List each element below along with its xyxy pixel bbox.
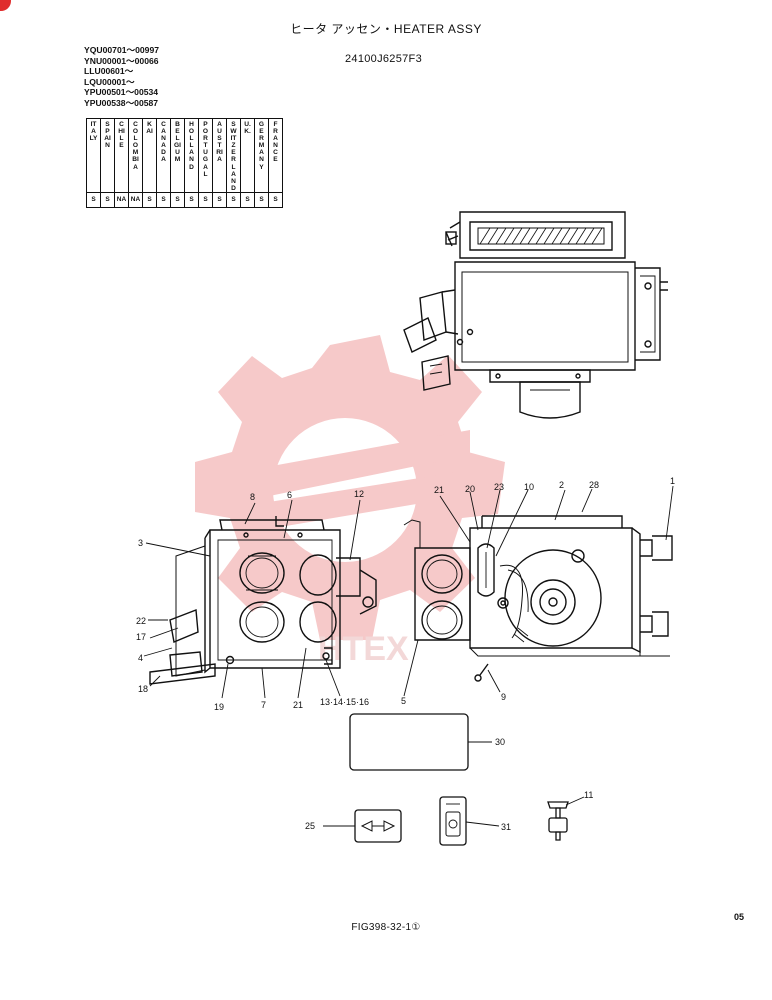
callout-12: 12 (354, 489, 364, 499)
serial-range: YNU00001～00066 (84, 55, 159, 66)
page-title: ヒータ アッセン・HEATER ASSY (290, 22, 482, 36)
spec-code: S (198, 191, 213, 208)
callout-13-14-15-16: 13·14·15·16 (320, 697, 369, 707)
spec-code-row: S S NA NA S S S S S S S S S S (86, 191, 283, 208)
grille-hatching (479, 227, 603, 245)
country-name: AUSTRIA (216, 121, 223, 164)
switch-31 (439, 796, 467, 846)
callout-23: 23 (494, 482, 504, 492)
heater-core-exploded (403, 515, 673, 682)
callout-8: 8 (250, 492, 255, 502)
heater-assembly-iso-view (403, 211, 668, 419)
country-name: ITALY (89, 121, 98, 143)
callout-6: 6 (287, 490, 292, 500)
country-name: KAI (146, 121, 153, 136)
country-name-row: ITALY SPAIN CHILE COLOMBIA KAI CANADA BE… (86, 118, 283, 193)
country-name: CHILE (118, 121, 125, 150)
callout-21-left: 21 (293, 700, 303, 710)
country-applicability-table: ITALY SPAIN CHILE COLOMBIA KAI CANADA BE… (86, 118, 283, 208)
callout-5: 5 (401, 696, 406, 706)
callout-9: 9 (501, 692, 506, 702)
country-name: U.K. (244, 121, 251, 136)
serial-range: LQU00001～ (84, 76, 135, 87)
country-name: PORTUGAL (202, 121, 209, 178)
callout-1: 1 (670, 476, 675, 486)
serial-range: YQU00701～00997 (84, 45, 160, 55)
serial-number-list: YQU00701～00997 YNU00001～00066 LLU00601～ … (84, 45, 159, 108)
callout-28: 28 (589, 480, 599, 490)
country-name: SPAIN (104, 121, 111, 150)
fan-housing-exploded (149, 516, 377, 685)
leader-lines (143, 485, 674, 827)
decal-30 (349, 713, 469, 771)
callout-10: 10 (524, 482, 534, 492)
callout-25: 25 (305, 821, 315, 831)
callout-31: 31 (501, 822, 511, 832)
callout-18: 18 (138, 684, 148, 694)
callout-2: 2 (559, 480, 564, 490)
serial-range: LLU00601～ (84, 66, 134, 76)
figure-id: FIG398-32-1① (351, 922, 421, 933)
serial-range: YPU00501～00534 (84, 87, 159, 97)
callout-21-right: 21 (434, 485, 444, 495)
spec-code: S (254, 191, 269, 208)
spec-code: S (268, 191, 283, 208)
country-name: GERMANY (258, 121, 265, 171)
gear-watermark: HTEX (195, 335, 505, 668)
callout-11: 11 (584, 790, 593, 800)
corner-badge (0, 0, 11, 11)
loose-parts (349, 713, 569, 846)
callout-17: 17 (136, 632, 146, 642)
callout-19: 19 (214, 702, 224, 712)
callout-labels: 1 2 28 23 10 20 21 12 6 8 3 22 17 4 18 1… (136, 476, 675, 832)
spec-code: S (86, 191, 101, 208)
callout-22: 22 (136, 616, 146, 626)
callout-4: 4 (138, 653, 143, 663)
country-name: HOLLAND (188, 121, 195, 171)
watermark-text: HTEX (318, 630, 409, 668)
callout-30: 30 (495, 737, 505, 747)
spec-code: S (100, 191, 115, 208)
country-name: FRANCE (273, 121, 278, 164)
callout-7: 7 (261, 700, 266, 710)
country-name: CANADA (161, 121, 166, 164)
serial-range: YPU00538～00587 (84, 97, 159, 108)
callout-3: 3 (138, 538, 143, 548)
country-name: COLOMBIA (132, 121, 139, 171)
country-name: SWITZERLAND (230, 121, 237, 192)
page-code: 05 (734, 912, 745, 922)
control-knob-11 (547, 801, 569, 841)
assembly-part-number: 24100J6257F3 (345, 53, 422, 65)
country-name: BELGIUM (174, 121, 181, 164)
callout-20: 20 (465, 484, 475, 494)
